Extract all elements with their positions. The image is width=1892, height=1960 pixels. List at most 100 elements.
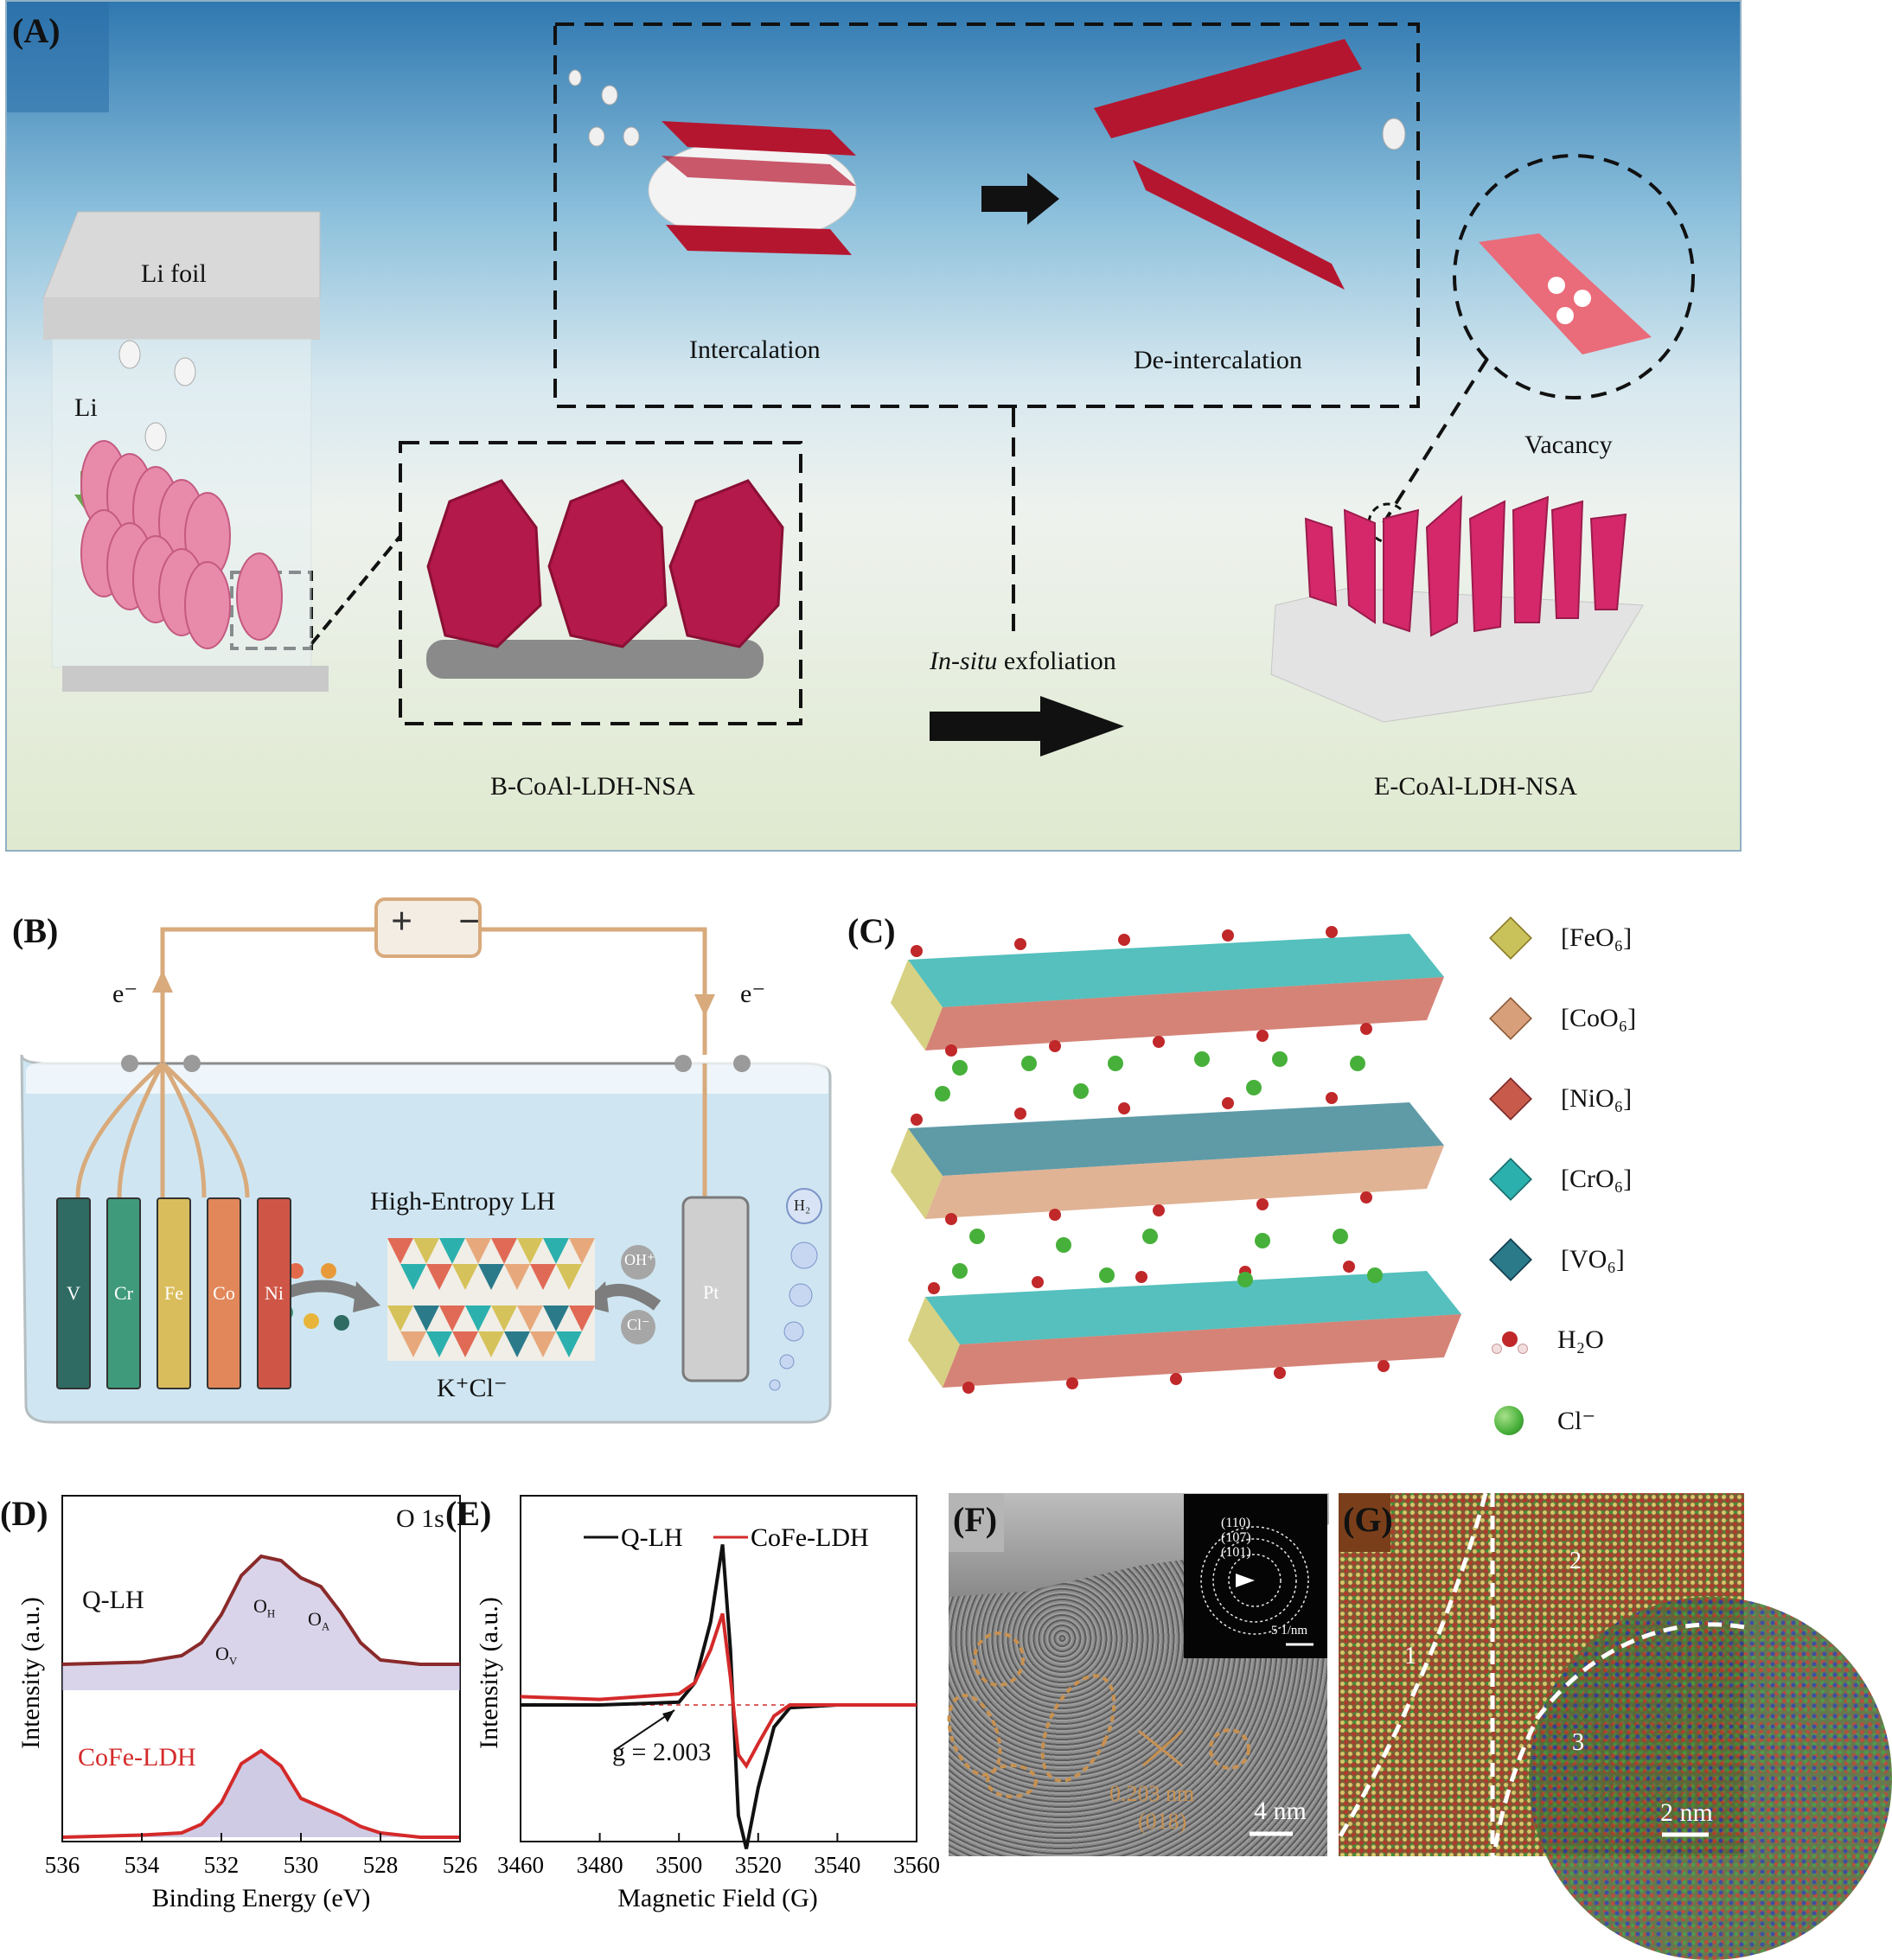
octahedron-icon	[1489, 1077, 1532, 1120]
panel-c-legend: [FeO₆] [CoO₆] [NiO₆] [CrO₆] [VO₆] H₂O Cl…	[1489, 916, 1734, 1435]
panel-label: (F)	[953, 1500, 998, 1539]
x-tick-label: 3480	[577, 1852, 623, 1878]
saed-scale-label: 5 1/nm	[1271, 1624, 1308, 1638]
electrode-label: Cr	[114, 1282, 133, 1304]
panel-g-atomic-map	[1336, 1492, 1892, 1960]
saed-inset	[1184, 1494, 1327, 1658]
e-coal-label: E-CoAl-LDH-NSA	[1374, 772, 1577, 801]
x-tick-label: 528	[363, 1852, 399, 1878]
legend-item-coo6: [CoO₆]	[1489, 997, 1637, 1040]
panel-c-crystal-structure	[891, 926, 1461, 1394]
y-axis-label: Intensity (a.u.)	[16, 1597, 45, 1749]
legend-label: [NiO₆]	[1561, 1084, 1633, 1113]
electron-right-label: e⁻	[740, 980, 766, 1008]
x-tick-label: 3560	[893, 1852, 940, 1878]
panel-a-illustration	[42, 22, 1695, 757]
x-tick-label: 526	[443, 1852, 478, 1878]
octahedron-icon	[1489, 916, 1532, 960]
series-area	[62, 1751, 460, 1837]
scale-bar-label: 4 nm	[1254, 1797, 1307, 1825]
legend-label: [VO₆]	[1561, 1245, 1625, 1274]
g-value-arrowhead	[662, 1710, 674, 1722]
peak-label-oh: OH	[253, 1595, 275, 1620]
saed-index-2: (101)	[1221, 1545, 1251, 1560]
pt-label: Pt	[703, 1281, 719, 1303]
y-axis-label: Intensity (a.u.)	[475, 1597, 503, 1749]
series-line	[520, 1612, 917, 1770]
legend-item-feo6: [FeO₆]	[1489, 916, 1633, 960]
legend-label: [CrO₆]	[1561, 1165, 1633, 1193]
x-tick-label: 534	[125, 1852, 160, 1878]
region-label-3: 3	[1572, 1729, 1584, 1756]
panel-label: (G)	[1343, 1500, 1393, 1539]
high-entropy-title: High-Entropy LH	[370, 1187, 556, 1216]
legend-item-nio6: [NiO₆]	[1489, 1077, 1633, 1120]
legend-label: H₂O	[1557, 1325, 1604, 1354]
h2-label: H₂	[794, 1197, 811, 1214]
electrode-label: V	[67, 1282, 80, 1304]
in-situ-exfoliation-label: In-situ exfoliation	[930, 647, 1116, 676]
peak-label-sub: H	[266, 1606, 276, 1620]
x-tick-label: 3520	[735, 1852, 782, 1878]
scale-bar-label: 2 nm	[1660, 1798, 1713, 1827]
region-boundaries	[1336, 1492, 1745, 1857]
legend-item-cro6: [CrO₆]	[1489, 1158, 1633, 1201]
octahedron-icon	[1489, 1158, 1532, 1201]
lattice-annotations	[947, 1631, 1293, 1836]
x-tick-label: 3540	[814, 1852, 860, 1878]
legend-item-vo6: [VO₆]	[1489, 1238, 1625, 1281]
oh-ion-label: OH⁺	[624, 1251, 655, 1268]
chart-corner-label: O 1s	[396, 1504, 444, 1533]
panel-g-label-box	[1339, 1493, 1390, 1552]
panel-label: (A)	[12, 11, 61, 50]
saed-pattern	[1200, 1526, 1314, 1646]
electrode-row: V Cr Fe Co Ni	[56, 1197, 291, 1389]
electron-left-label: e⁻	[112, 980, 138, 1008]
octahedron-icon	[1489, 997, 1532, 1040]
peak-label-ov: OV	[215, 1643, 237, 1668]
li-label: Li	[74, 393, 98, 422]
legend-label-q-lh: Q-LH	[621, 1523, 683, 1552]
octahedron-icon	[1489, 1238, 1532, 1281]
b-coal-label: B-CoAl-LDH-NSA	[490, 772, 695, 801]
cl-ion-label: Cl⁻	[627, 1316, 650, 1333]
electrolyte-label: K⁺Cl⁻	[437, 1374, 508, 1402]
electrode-cr: Cr	[106, 1197, 141, 1389]
x-axis-label: Binding Energy (eV)	[152, 1884, 371, 1912]
legend-label: [FeO₆]	[1561, 923, 1633, 952]
panel-label: (B)	[12, 911, 59, 950]
series-line	[61, 1748, 460, 1839]
electrode-co: Co	[207, 1197, 241, 1389]
peak-label-text: O	[308, 1608, 322, 1630]
peak-label-sub: A	[321, 1619, 330, 1633]
battery-plus: +	[391, 900, 413, 942]
saed-index-1: (107)	[1221, 1530, 1251, 1545]
legend-item-cl: Cl⁻	[1492, 1399, 1595, 1442]
legend-item-h2o: H₂O	[1492, 1318, 1604, 1362]
series-label-q-lh: Q-LH	[82, 1586, 144, 1614]
x-axis-label: Magnetic Field (G)	[617, 1884, 818, 1912]
electrode-label: Fe	[164, 1282, 183, 1304]
x-tick-label: 536	[45, 1852, 80, 1878]
legend-label: [CoO₆]	[1561, 1004, 1637, 1032]
g-value-label: g = 2.003	[612, 1738, 712, 1766]
deintercalation-label: De-intercalation	[1134, 346, 1302, 374]
legend: Q-LH CoFe-LDH	[584, 1523, 869, 1552]
legend-label-cofe-ldh: CoFe-LDH	[751, 1523, 869, 1552]
panel-label: (C)	[847, 911, 896, 950]
in-situ-text: In-situ	[930, 647, 998, 675]
electrode-fe: Fe	[157, 1197, 191, 1389]
panel-f-label-box	[949, 1493, 1004, 1552]
lattice-spacing-label: 0.203 nm	[1109, 1781, 1195, 1806]
exfoliation-text: exfoliation	[997, 647, 1116, 675]
li-foil-label: Li foil	[141, 259, 207, 288]
x-tick-label: 3460	[497, 1852, 544, 1878]
intercalation-label: Intercalation	[689, 335, 821, 364]
x-tick-label: 532	[204, 1852, 240, 1878]
peak-label-text: O	[253, 1595, 267, 1617]
series-line	[521, 1544, 917, 1849]
electrode-label: Co	[213, 1282, 235, 1304]
lattice-plane-label: (018)	[1138, 1809, 1187, 1834]
